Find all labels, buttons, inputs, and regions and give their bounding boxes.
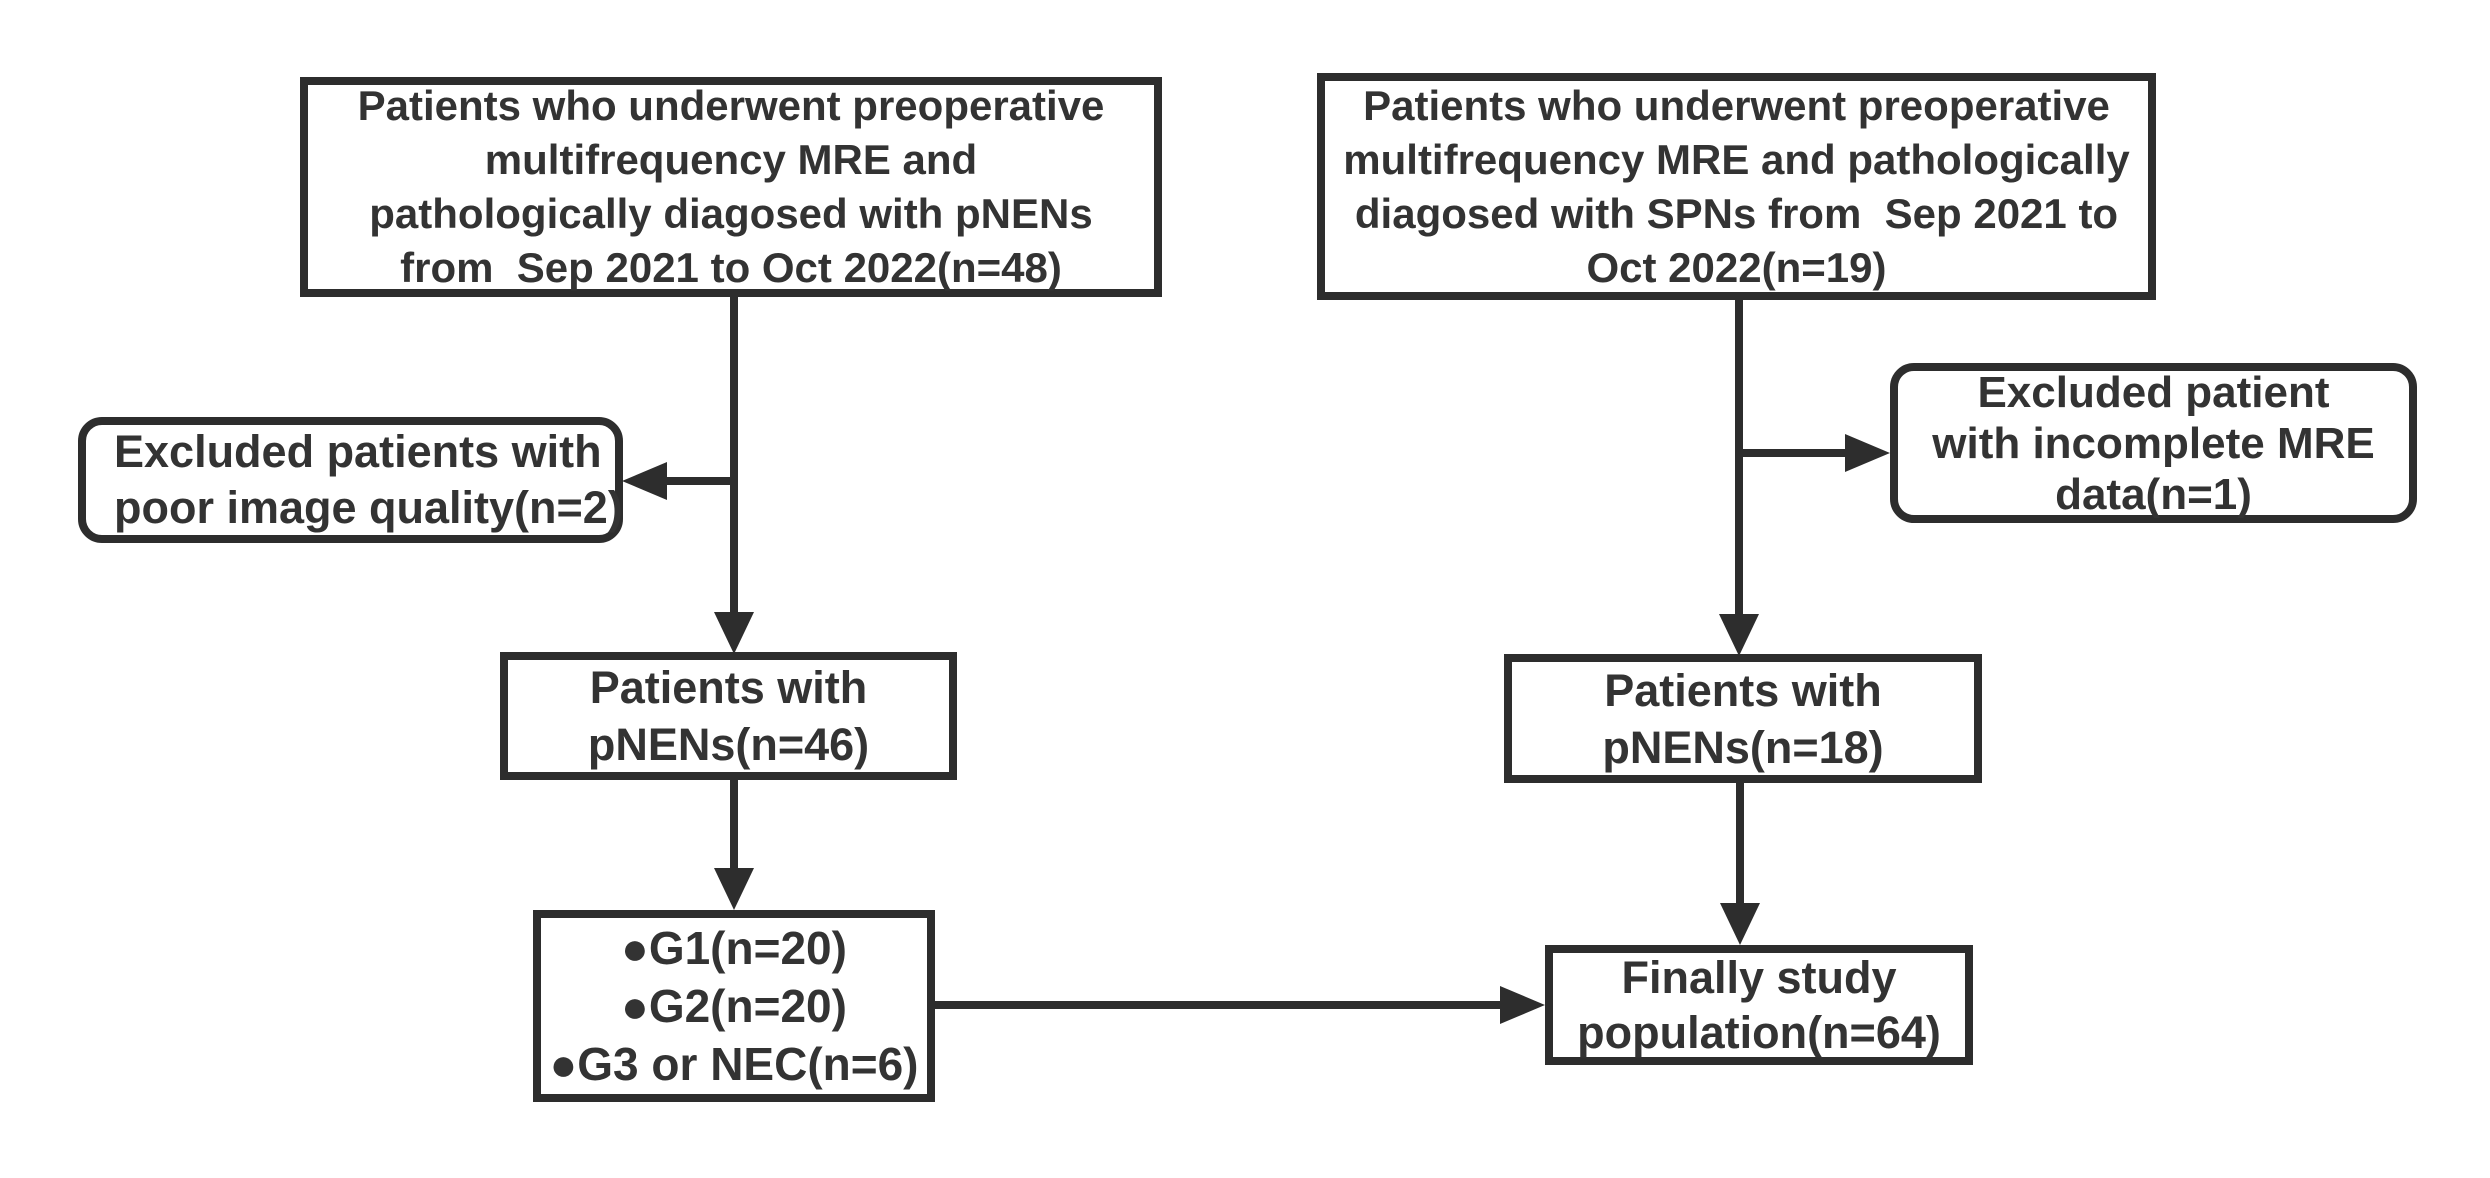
box-grades-line1: ●G1(n=20) — [621, 922, 847, 974]
arrowhead-right-final-icon — [1500, 986, 1545, 1024]
box-cohort-pnens-line2: multifrequency MRE and — [484, 136, 978, 183]
arrowhead-left-excluded-icon — [622, 462, 667, 500]
box-final-line2: population(n=64) — [1577, 1007, 1941, 1058]
box-cohort-spns-line2: multifrequency MRE and pathologically — [1343, 135, 2130, 183]
connector-grades-to-final-line — [935, 1001, 1502, 1009]
connector-topright-to-midright-line — [1735, 300, 1743, 616]
box-excluded-poor-image-quality: Excluded patients with poor image qualit… — [78, 417, 623, 543]
box-cohort-pnens-line3: pathologically diagosed with pNENs — [369, 190, 1093, 237]
box-cohort-spns-line3: diagosed with SPNs from Sep 2021 to — [1354, 189, 2119, 237]
connector-midleft-to-grades-line — [730, 780, 738, 870]
connector-branch-excluded-left-line — [665, 477, 738, 485]
box-excluded-right-line1: Excluded patient — [1977, 367, 2330, 417]
box-grades-line3: ●G3 or NEC(n=6) — [549, 1038, 919, 1090]
box-tumor-grades: ●G1(n=20) ●G2(n=20) ●G3 or NEC(n=6) — [533, 910, 935, 1102]
box-patients-pnens-46: Patients with pNENs(n=46) — [500, 652, 957, 780]
connector-midright-to-final-line — [1736, 783, 1744, 905]
box-cohort-pnens-line1: Patients who underwent preoperative — [357, 82, 1105, 129]
connector-branch-excluded-right-line — [1741, 449, 1845, 457]
box-final-population: Finally study population(n=64) — [1545, 945, 1973, 1065]
box-pnens46-line1: Patients with — [589, 662, 868, 713]
connector-topleft-to-midleft-line — [730, 297, 738, 616]
box-excluded-left-line1: Excluded patients with — [114, 426, 602, 477]
box-final-line1: Finally study — [1621, 952, 1897, 1003]
box-cohort-spns-line4: Oct 2022(n=19) — [1586, 243, 1887, 291]
arrowhead-down-midleft-icon — [714, 612, 754, 654]
arrowhead-down-grades-icon — [714, 868, 754, 910]
box-pnens46-line2: pNENs(n=46) — [587, 719, 870, 770]
box-cohort-spns: Patients who underwent preoperative mult… — [1317, 73, 2156, 300]
box-pnens18-line2: pNENs(n=18) — [1602, 721, 1884, 773]
box-grades-line2: ●G2(n=20) — [621, 980, 847, 1032]
box-pnens18-line1: Patients with — [1604, 664, 1882, 716]
box-cohort-spns-line1: Patients who underwent preoperative — [1363, 81, 2110, 129]
arrowhead-down-final-icon — [1720, 903, 1760, 945]
box-excluded-right-line3: data(n=1) — [2055, 469, 2252, 519]
box-cohort-pnens-line4: from Sep 2021 to Oct 2022(n=48) — [400, 244, 1062, 291]
box-excluded-left-line2: poor image quality(n=2) — [114, 482, 623, 533]
box-excluded-incomplete-mre: Excluded patient with incomplete MRE dat… — [1890, 363, 2417, 523]
arrowhead-down-midright-icon — [1719, 614, 1759, 656]
box-excluded-right-line2: with incomplete MRE — [1932, 418, 2375, 468]
box-cohort-pnens: Patients who underwent preoperative mult… — [300, 77, 1162, 297]
box-patients-pnens-18: Patients with pNENs(n=18) — [1504, 654, 1982, 783]
arrowhead-right-excluded-icon — [1845, 434, 1890, 472]
